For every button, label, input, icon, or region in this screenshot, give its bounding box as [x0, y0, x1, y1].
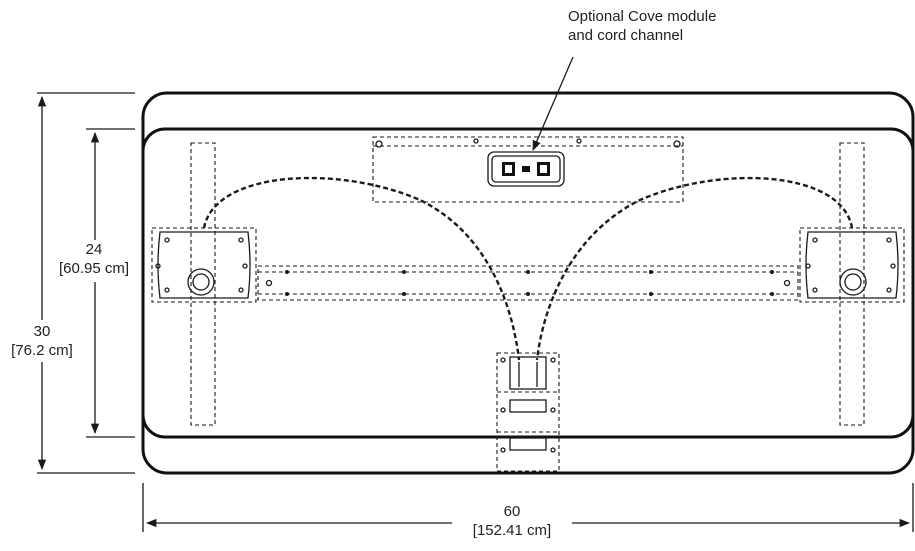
cord-left-motor: [202, 176, 521, 361]
dimension-24-metric: [60.95 cm]: [58, 260, 130, 277]
dimension-30-value: 30: [33, 323, 51, 340]
dimension-30-metric: [76.2 cm]: [11, 342, 73, 359]
dimension-30-label: 30 [76.2 cm]: [2, 322, 82, 360]
dimension-60: [142, 483, 914, 532]
dimension-30: [37, 92, 135, 474]
cove-module-callout: Optional Cove module and cord channel: [568, 7, 778, 45]
dimension-24: [86, 128, 135, 438]
cord-right-motor: [535, 176, 854, 361]
callout-line-1: Optional Cove module: [568, 8, 717, 25]
dimension-24-label: 24 [60.95 cm]: [48, 240, 140, 278]
left-leg-foot: [190, 142, 216, 426]
left-motor-plate: [151, 227, 257, 303]
right-motor-plate: [799, 227, 905, 303]
dimension-60-metric: [152.41 cm]: [472, 522, 552, 539]
cove-module-channel: [372, 136, 684, 203]
dimension-60-value: 60: [503, 503, 521, 520]
dimension-24-value: 24: [85, 241, 103, 258]
callout-arrow: [532, 56, 574, 151]
cross-beam: [257, 265, 799, 301]
callout-line-2: and cord channel: [568, 27, 684, 44]
dimension-60-label: 60 [152.41 cm]: [452, 502, 572, 540]
control-box: [496, 352, 560, 472]
desk-inner-outline: [141, 127, 915, 439]
